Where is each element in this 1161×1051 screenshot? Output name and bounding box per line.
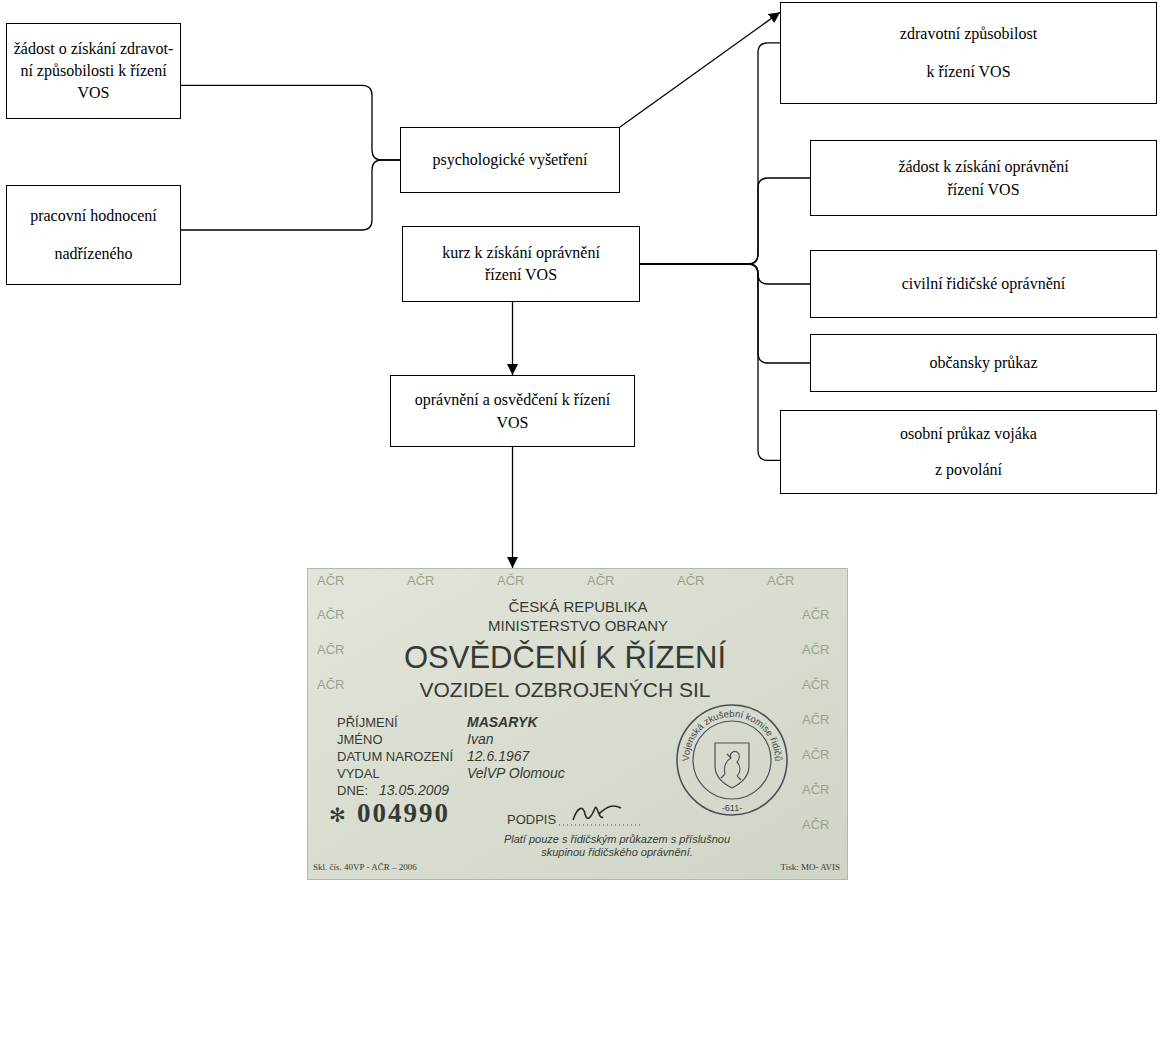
card-text: 12.6.1967 [467,748,529,764]
card-text: PŘÍJMENÍ [337,716,398,731]
card-text: Skl. čís. 40VP - AČR – 2006 [313,862,417,872]
card-text: MINISTERSTVO OBRANY [488,617,668,634]
process-box: civilní řidičské oprávnění [810,250,1157,318]
process-box: pracovní hodnocení nadřízeného [6,185,181,285]
card-background [308,569,848,880]
stamp-shield [715,743,749,788]
watermark: AČR [802,643,829,658]
watermark: AČR [802,818,829,833]
stamp: Vojenská zkušební komise řidičů -611- [677,705,787,815]
watermark: AČR [407,574,434,589]
box-label: pracovní hodnocení nadřízeného [11,197,176,273]
connector [640,264,810,363]
process-box: žádost k získání oprávnění řízení VOS [810,140,1157,216]
connector [640,264,810,284]
card-text: 004990 [357,798,450,829]
signature-line [559,824,643,825]
stamp-ring [677,705,787,815]
stamp-number: -611- [722,803,742,813]
box-label: oprávnění a osvědčení k řízení VOS [407,388,619,434]
process-box: osobní průkaz vojáka z povolání [780,410,1157,494]
box-label: žádost o získání zdravot- ní způsobilost… [11,38,176,104]
box-label: kurz k získání oprávnění řízení VOS [434,242,609,286]
process-box: zdravotní způsobilost k řízení VOS [780,2,1157,104]
card-text: VelVP Olomouc [467,765,565,781]
connector [620,12,780,127]
connector [640,43,780,264]
watermark: AČR [497,574,524,589]
process-box: občansky průkaz [810,334,1157,392]
id-card: ČESKÁ REPUBLIKA MINISTERSTVO OBRANY OSVĚDČ… [307,568,848,880]
watermark: AČR [802,608,829,623]
process-box: kurz k získání oprávnění řízení VOS [402,226,640,302]
watermark: AČR [317,678,344,693]
watermark: AČR [317,643,344,658]
card-text: DATUM NAROZENÍ [337,750,453,765]
process-box: žádost o získání zdravot- ní způsobilost… [6,23,181,119]
connector [640,264,780,460]
box-label: žádost k získání oprávnění řízení VOS [891,155,1076,201]
connector [181,160,400,230]
card-text: DNE: [337,784,368,799]
card-text: VYDAL [337,767,380,782]
watermark: AČR [802,713,829,728]
stamp-ring [693,721,771,799]
watermark: AČR [802,748,829,763]
box-label: zdravotní způsobilost k řízení VOS [897,15,1041,91]
card-text: JMÉNO [337,733,383,748]
connector [512,302,513,375]
box-label: občansky průkaz [930,352,1038,374]
box-label: civilní řidičské oprávnění [902,273,1066,295]
card-text: ✻ [329,804,346,827]
process-box: oprávnění a osvědčení k řízení VOS [390,375,635,447]
card-text: Tisk: MO- AVIS [780,862,840,872]
signature [573,806,621,820]
watermark: AČR [802,678,829,693]
card-text: 13.05.2009 [379,782,449,798]
watermark: AČR [317,608,344,623]
connector [640,178,810,264]
card-text: ČESKÁ REPUBLIKA [508,598,647,615]
watermark: AČR [802,783,829,798]
stamp-text: Vojenská zkušební komise řidičů [680,708,784,761]
stamp-text: Vojenská zkušební komise řidičů [680,708,784,761]
watermark: AČR [677,574,704,589]
process-box: psychologické vyšetření [400,127,620,193]
connector [181,85,400,160]
box-label: psychologické vyšetření [432,149,587,171]
card-text: OSVĚDČENÍ K ŘÍZENÍ [404,640,726,676]
stamp-lion [721,751,741,780]
card-text: VOZIDEL OZBROJENÝCH SIL [420,678,711,702]
card-text: MASARYK [467,714,538,730]
connector [512,447,513,568]
watermark: AČR [767,574,794,589]
card-text: Platí pouze s řidičským průkazem s přísl… [502,833,732,858]
card-text: Ivan [467,731,493,747]
card-text: PODPIS [507,813,556,828]
watermark: AČR [317,574,344,589]
watermark: AČR [587,574,614,589]
box-label: osobní průkaz vojáka z povolání [897,416,1041,488]
